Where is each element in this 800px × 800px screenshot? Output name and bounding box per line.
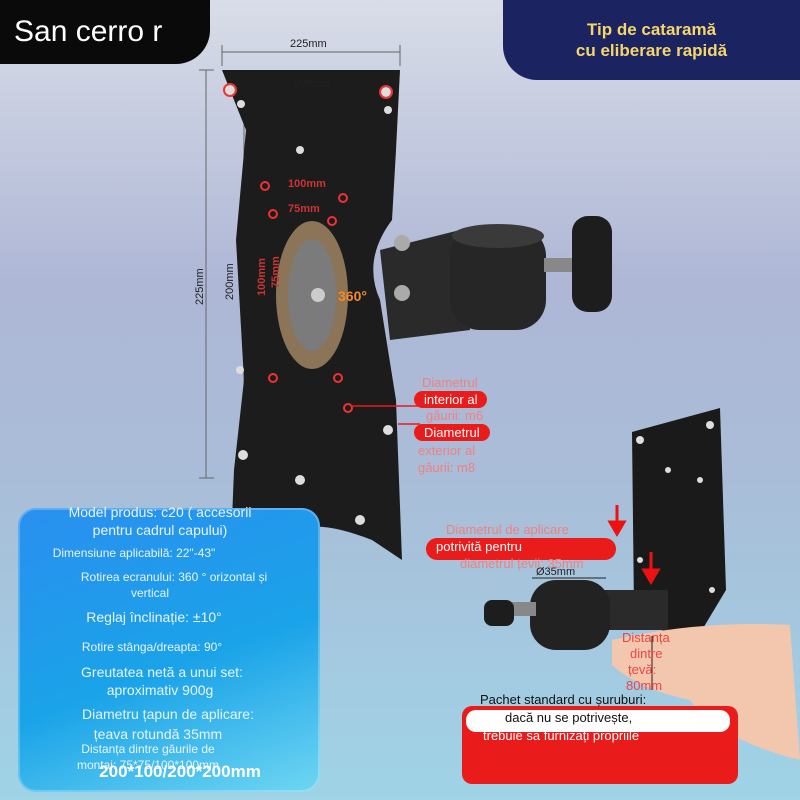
- pipe-clamp: [450, 226, 546, 330]
- clamp-bolt: [544, 258, 576, 272]
- side-knob: [484, 600, 514, 626]
- pipe-distance-l2: dintre: [630, 646, 663, 661]
- spec-rotation: Rotirea ecranului: 360 ° orizontal și: [80, 570, 268, 584]
- quick-release-banner: Tip de cataramă cu eliberare rapidă: [503, 0, 800, 80]
- inner-hole-ghost: Diametrul: [422, 375, 478, 390]
- pipe-diameter-label: Ø35mm: [536, 566, 576, 578]
- spec-tilt: Reglaj înclinație: ±10°: [86, 609, 222, 625]
- outer-hole-sub1: exterior al: [418, 443, 476, 458]
- spec-pipe: Diametru țapun de aplicare:: [82, 706, 254, 722]
- spec-weight: Greutatea netă a unui set:: [81, 664, 243, 680]
- spec-swivel: Rotire stânga/dreapta: 90°: [81, 640, 223, 654]
- spec-model-2: pentru cadrul capului): [92, 522, 228, 538]
- outer-hole-callout: Diametrul: [414, 424, 490, 441]
- note-line2: dacă nu se potrivește,: [505, 710, 633, 725]
- specs-panel: Model produs: c20 ( accesorii pentru cad…: [18, 504, 320, 792]
- spec-rotation-2: vertical: [130, 586, 169, 600]
- dim-width-75: 75mm: [288, 203, 320, 215]
- pipe-dim-lines: [532, 577, 653, 690]
- note-line1: Pachet standard cu șuruburi:: [480, 692, 647, 707]
- spec-weight-2: aproximativ 900g: [106, 682, 214, 698]
- dim-outer-height: 225mm: [194, 268, 206, 305]
- package-note: [462, 706, 738, 784]
- outer-hole-sub2: găurii: m8: [418, 460, 476, 475]
- spec-holes: Distanța dintre găurile de: [81, 742, 215, 756]
- inner-hole-sub: găurii: m6: [426, 408, 484, 423]
- tilt-arm: [380, 230, 470, 340]
- dim-outer-width: 225mm: [290, 38, 327, 50]
- pipe-arrows: [607, 505, 661, 585]
- clamp-knob: [572, 216, 612, 312]
- dim-width-100: 100mm: [288, 178, 326, 190]
- spec-pipe-2: țeava rotundă 35mm: [93, 726, 223, 742]
- side-bolt: [510, 602, 536, 616]
- dim-inner-height: 200mm: [224, 263, 236, 300]
- package-note-highlight: [466, 710, 730, 732]
- pipe-fit-callout: potrivită pentru: [426, 538, 616, 560]
- callout-lines: [350, 405, 420, 425]
- quick-release-line1: Tip de cataramă: [586, 20, 717, 39]
- brand-title: San cerro r: [14, 15, 163, 48]
- dim-inner-width: 200mm: [294, 78, 331, 90]
- pipe-distance-l4: 80mm: [626, 678, 663, 693]
- pipe-ghost-bottom: diametrul țevii: 35mm: [460, 556, 584, 571]
- brand-badge: San cerro r: [0, 0, 210, 64]
- quick-release-line2: cu eliberare rapidă: [575, 41, 728, 60]
- side-plate: [632, 408, 726, 650]
- plate-holes: [225, 85, 393, 525]
- hole-markers: [223, 83, 393, 413]
- dim-height-100: 100mm: [256, 258, 268, 296]
- pipe-distance-l3: țevă:: [628, 662, 657, 677]
- spec-model: Model produs: c20 ( accesorii: [68, 504, 252, 520]
- spec-holes-big: 200*100/200*200mm: [99, 762, 261, 781]
- pipe-distance-l1: Distanța: [622, 630, 670, 645]
- side-clamp: [530, 580, 610, 650]
- hand: [612, 624, 800, 760]
- inner-hole-callout: interior al: [414, 391, 488, 408]
- spec-size: Dimensiune aplicabilă: 22"-43": [52, 546, 216, 560]
- rotation-label: 360°: [338, 288, 367, 304]
- note-line3: trebuie să furnizați propriile: [483, 728, 640, 743]
- pipe-clamp-top: [452, 224, 544, 248]
- dim-height-75: 75mm: [270, 256, 282, 288]
- spec-holes-2: montaj: 75*75/100*100mm: [76, 758, 220, 772]
- pipe-ghost-top: Diametrul de aplicare: [446, 522, 569, 537]
- side-plate-holes: [636, 421, 715, 593]
